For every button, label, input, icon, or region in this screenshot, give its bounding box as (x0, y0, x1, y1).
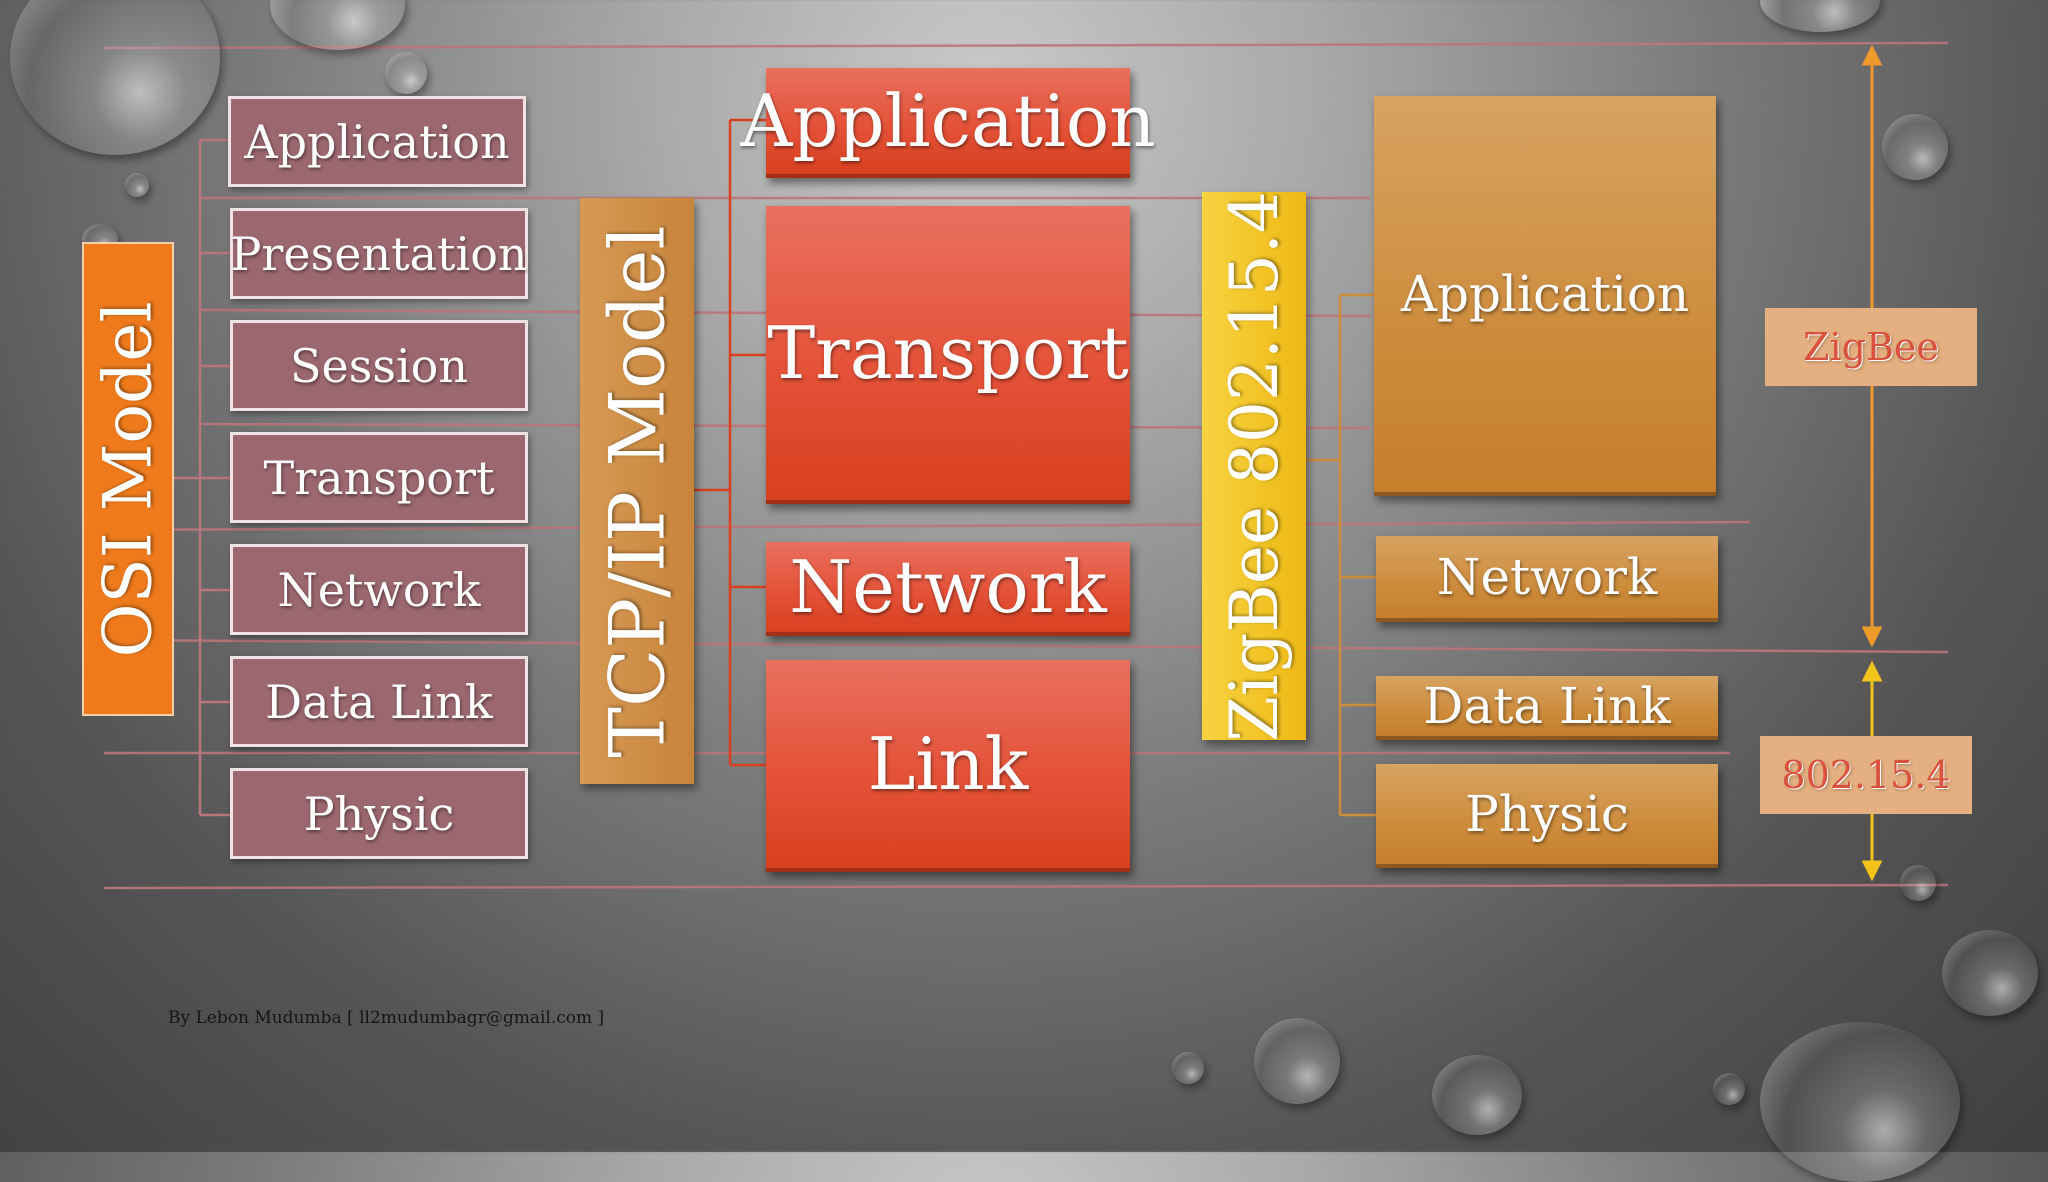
osi-layer-data-link: Data Link (230, 656, 528, 747)
tcpip-layer-network: Network (766, 542, 1130, 636)
osi-layer-application: Application (228, 96, 526, 187)
zigbee-model-title: ZigBee 802.15.4 (1202, 191, 1306, 741)
zigbee-layer-physic: Physic (1376, 764, 1718, 868)
tcpip-layer-application: Application (740, 68, 1156, 178)
tcpip-model-title: TCP/IP Model (580, 198, 694, 784)
osi-model-title: OSI Model (82, 242, 174, 716)
water-drop-icon (1172, 1052, 1204, 1084)
osi-layer-network: Network (230, 544, 528, 635)
connector-lines (103, 41, 1949, 890)
tcpip-layer-transport: Transport (766, 206, 1130, 504)
osi-layer-session: Session (230, 320, 528, 411)
water-drop-icon (10, 0, 220, 155)
water-drop-icon (1713, 1073, 1745, 1105)
zigbee-layer-network: Network (1376, 536, 1718, 622)
water-drop-icon (125, 173, 149, 197)
zigbee-tag: ZigBee (1765, 308, 1977, 386)
water-drop-icon (1254, 1018, 1340, 1104)
zigbee-layer-data-link: Data Link (1376, 676, 1718, 740)
water-drop-icon (385, 52, 427, 94)
osi-layer-presentation: Presentation (230, 208, 528, 299)
author-credit: By Lebon Mudumba [ ll2mudumbagr@gmail.co… (168, 1008, 605, 1028)
tcpip-layer-link: Link (766, 660, 1130, 872)
water-drop-icon (1942, 930, 2038, 1016)
water-drop-icon (1900, 865, 1936, 901)
osi-layer-physic: Physic (230, 768, 528, 859)
water-drop-icon (1432, 1055, 1522, 1135)
ieee-802154-tag: 802.15.4 (1760, 736, 1972, 814)
water-drop-icon (1760, 1022, 1960, 1182)
zigbee-layer-application: Application (1374, 96, 1716, 496)
osi-layer-transport: Transport (230, 432, 528, 523)
water-drop-icon (1882, 114, 1948, 180)
